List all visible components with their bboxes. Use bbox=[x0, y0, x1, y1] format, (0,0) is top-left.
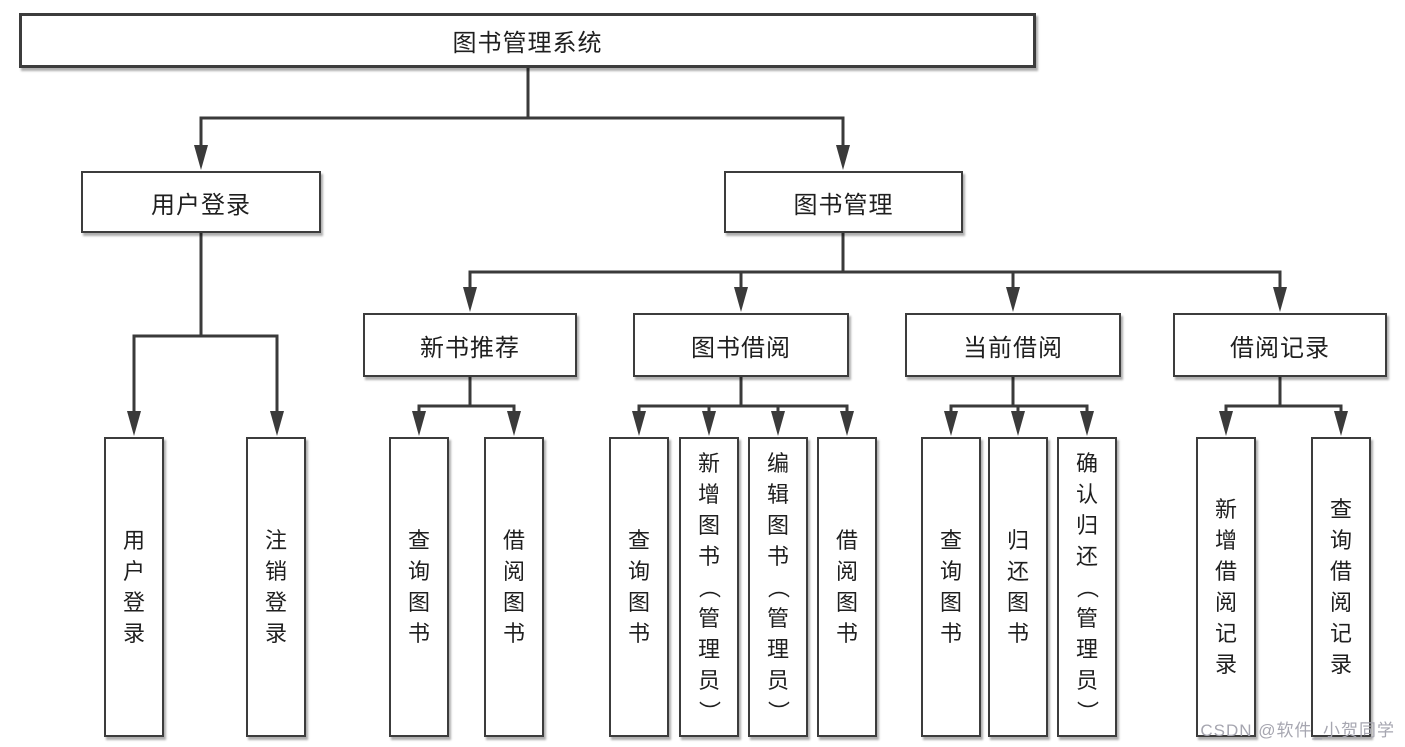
node-leaf-add-book-admin: 新增图书（管理员） bbox=[679, 437, 739, 737]
node-leaf-query-books-3: 查询图书 bbox=[921, 437, 981, 737]
node-borrowing-records: 借阅记录 bbox=[1173, 313, 1387, 377]
node-leaf-edit-book-admin: 编辑图书（管理员） bbox=[748, 437, 808, 737]
node-user-login: 用户登录 bbox=[81, 171, 321, 233]
node-leaf-borrow-books-2: 借阅图书 bbox=[817, 437, 877, 737]
watermark: CSDN @软件_小贺同学 bbox=[1200, 721, 1395, 740]
node-new-book-recommend: 新书推荐 bbox=[363, 313, 577, 377]
node-book-borrowing: 图书借阅 bbox=[633, 313, 849, 377]
node-leaf-user-login: 用户登录 bbox=[104, 437, 164, 737]
node-leaf-query-books-1: 查询图书 bbox=[389, 437, 449, 737]
node-current-borrowing: 当前借阅 bbox=[905, 313, 1121, 377]
node-leaf-query-books-2: 查询图书 bbox=[609, 437, 669, 737]
node-leaf-borrow-books-1: 借阅图书 bbox=[484, 437, 544, 737]
node-leaf-logout: 注销登录 bbox=[246, 437, 306, 737]
node-leaf-return-books: 归还图书 bbox=[988, 437, 1048, 737]
node-leaf-confirm-return-admin: 确认归还（管理员） bbox=[1057, 437, 1117, 737]
node-book-management: 图书管理 bbox=[724, 171, 963, 233]
node-leaf-add-borrow-record: 新增借阅记录 bbox=[1196, 437, 1256, 737]
node-root: 图书管理系统 bbox=[19, 13, 1036, 68]
node-leaf-query-borrow-record: 查询借阅记录 bbox=[1311, 437, 1371, 737]
